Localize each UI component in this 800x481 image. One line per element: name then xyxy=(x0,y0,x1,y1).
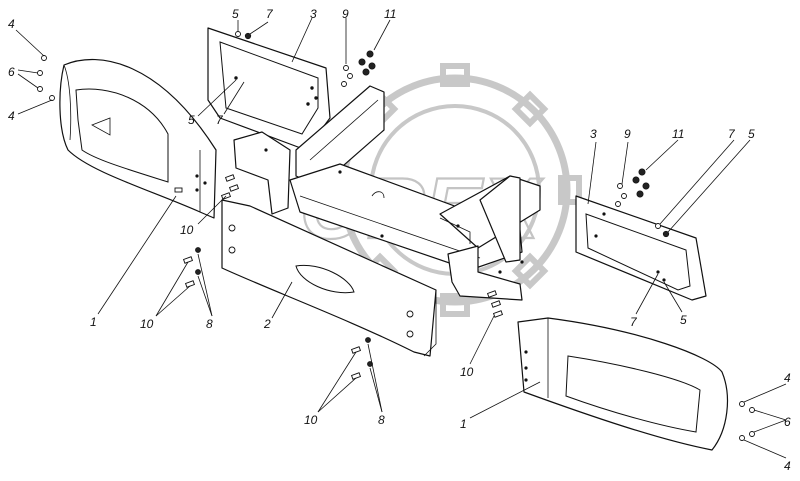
callout-7-top: 7 xyxy=(266,7,274,21)
callout-7-right: 7 xyxy=(728,127,736,141)
callout-labels: 4 6 4 5 7 3 9 11 5 7 10 1 10 8 2 10 8 3 … xyxy=(8,7,791,473)
callout-5-right-panel: 5 xyxy=(680,313,687,327)
callout-3-right: 3 xyxy=(590,127,597,141)
callout-10-center-right: 10 xyxy=(460,365,474,379)
callout-1-left: 1 xyxy=(90,315,97,329)
center-bumper-panel xyxy=(221,199,437,357)
callout-4-right-bottom: 4 xyxy=(784,459,791,473)
callout-11-top: 11 xyxy=(384,7,396,21)
callout-6-right: 6 xyxy=(784,415,791,429)
callout-5-top: 5 xyxy=(232,7,239,21)
callout-4-right-top: 4 xyxy=(784,371,791,385)
callout-1-right: 1 xyxy=(460,417,467,431)
callout-5-right: 5 xyxy=(748,127,755,141)
callout-4-top-left: 4 xyxy=(8,17,15,31)
fasteners xyxy=(37,31,755,441)
right-end-cap xyxy=(517,317,729,451)
frame-bracket xyxy=(233,85,541,301)
callout-9-top: 9 xyxy=(342,7,349,21)
callout-7-right-panel: 7 xyxy=(630,315,638,329)
callout-2-center: 2 xyxy=(263,317,271,331)
callout-10-left: 10 xyxy=(180,223,194,237)
callout-10-mid-left: 10 xyxy=(140,317,154,331)
callout-10-bottom: 10 xyxy=(304,413,318,427)
callout-11-right: 11 xyxy=(672,127,684,141)
left-end-cap xyxy=(59,59,217,219)
callout-8-mid-left: 8 xyxy=(206,317,213,331)
callout-3-top: 3 xyxy=(310,7,317,21)
callout-7-left-panel: 7 xyxy=(216,113,224,127)
callout-6-left: 6 xyxy=(8,65,15,79)
callout-4-left: 4 xyxy=(8,109,15,123)
callout-8-bottom: 8 xyxy=(378,413,385,427)
right-grille-panel xyxy=(575,195,707,301)
callout-9-right: 9 xyxy=(624,127,631,141)
leader-lines xyxy=(15,17,787,459)
left-grille-panel xyxy=(207,27,331,151)
callout-5-left-panel: 5 xyxy=(188,113,195,127)
